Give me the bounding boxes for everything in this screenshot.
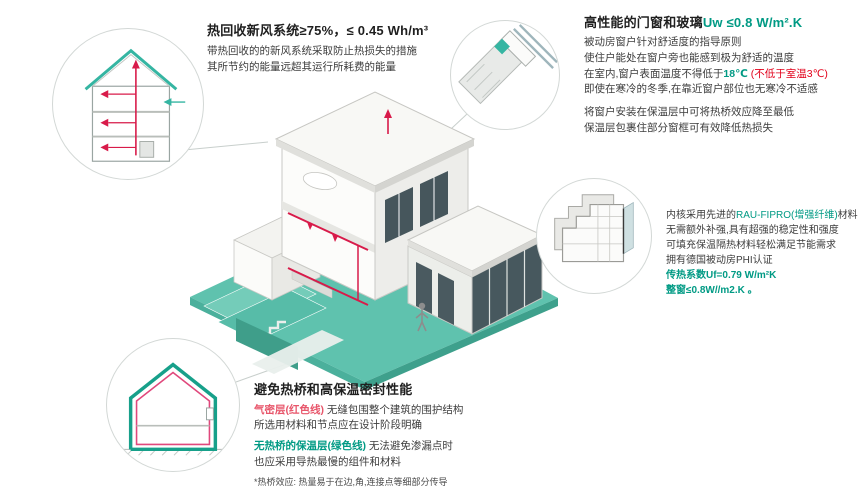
text-line: 所选用材料和节点应在设计阶段明确 bbox=[254, 419, 422, 432]
text-line: 无需额外补强,具有超强的稳定性和强度 bbox=[666, 225, 839, 236]
window-corner-illustration bbox=[458, 24, 558, 105]
airflow-arrows bbox=[100, 59, 140, 156]
thermal-envelope-illustration bbox=[120, 362, 226, 456]
text-line: 气密层(红色线) 无缝包围整个建筑的围护结构 bbox=[254, 403, 584, 418]
text-line: 使住户能处在窗户旁也能感到极为舒适的温度 bbox=[584, 51, 794, 64]
text-line: 保温层包裹住部分窗框可有效降低热损失 bbox=[584, 121, 773, 134]
section-heat-recovery: 热回收新风系统≥75%，≤ 0.45 Wh/m³ 带热回收的的新风系统采取防止热… bbox=[207, 20, 469, 76]
passive-house-illustration bbox=[190, 91, 558, 390]
text-line: 带热回收的的新风系统采取防止热损失的措施 bbox=[207, 45, 417, 57]
section-thermal-bridge: 避免热桥和高保温密封性能 气密层(红色线) 无缝包围整个建筑的围护结构 所选用材… bbox=[254, 379, 584, 489]
thermal-bridge-title: 避免热桥和高保温密封性能 bbox=[254, 382, 413, 397]
envelope-section bbox=[120, 362, 226, 456]
text-line: 也应采用导热最慢的组件和材料 bbox=[254, 455, 401, 468]
text-segment: 内核采用先进的 bbox=[666, 210, 736, 221]
ventilation-section-illustration bbox=[84, 48, 186, 162]
text-line: 无热桥的保温层(绿色线) 无法避免渗漏点时 bbox=[254, 439, 584, 454]
insulation-layer-label: 无热桥的保温层(绿色线) bbox=[254, 440, 366, 453]
material-brand: RAU-FIPRO(增强纤维) bbox=[736, 210, 838, 221]
house-section bbox=[84, 48, 178, 162]
person-figure bbox=[415, 302, 429, 332]
windows-title: 高性能的门窗和玻璃Uw ≤0.8 W/m².K bbox=[584, 12, 862, 31]
text-line: 即使在寒冷的冬季,在靠近窗户部位也无寒冷不适感 bbox=[584, 83, 818, 96]
section-windows: 高性能的门窗和玻璃Uw ≤0.8 W/m².K 被动房窗户针对舒适度的指导原则 … bbox=[584, 12, 862, 137]
section-material: 内核采用先进的RAU-FIPRO(增强纤维)材料 无需额外补强,具有超强的稳定性… bbox=[666, 208, 865, 298]
text-line: 将窗户安装在保温层中可将热桥效应降至最低 bbox=[584, 106, 794, 118]
window-profile bbox=[554, 194, 634, 263]
callout-thermal-envelope bbox=[106, 338, 240, 472]
heat-recovery-title: 热回收新风系统≥75%，≤ 0.45 Wh/m³ bbox=[207, 23, 429, 38]
window-profile-illustration bbox=[554, 194, 634, 263]
fresh-air-arrows bbox=[163, 98, 186, 106]
text-line: 拥有德国被动房PHI认证 bbox=[666, 255, 773, 266]
window-corner-section bbox=[458, 24, 558, 105]
windows-title-text: 高性能的门窗和玻璃 bbox=[584, 15, 703, 30]
ventilation-ducts bbox=[287, 109, 392, 306]
callout-window-corner bbox=[450, 20, 560, 130]
callout-ventilation bbox=[52, 28, 204, 180]
text-segment: 无法避免渗漏点时 bbox=[368, 440, 453, 453]
text-line: 在室内,窗户表面温度不得低于18℃ (不低于室温3℃) bbox=[584, 67, 862, 83]
text-line: 内核采用先进的RAU-FIPRO(增强纤维)材料 bbox=[666, 208, 865, 223]
temp-note: (不低于室温3℃) bbox=[750, 67, 828, 80]
callout-window-profile bbox=[536, 178, 652, 294]
text-segment: 在室内,窗户表面温度不得低于 bbox=[584, 67, 724, 80]
uf-value: 传热系数Uf=0.79 W/m²K bbox=[666, 270, 777, 281]
thermal-bridge-footnote: *热桥效应: 热量易于在边,角,连接点等细部分传导 bbox=[254, 476, 448, 487]
text-line: 可填充保温隔热材料轻松满足节能需求 bbox=[666, 240, 836, 251]
text-line: 被动房窗户针对舒适度的指导原则 bbox=[584, 36, 742, 48]
airtight-layer-label: 气密层(红色线) bbox=[254, 404, 324, 416]
text-segment: 材料 bbox=[837, 210, 858, 221]
temp-value: 18℃ bbox=[723, 67, 748, 80]
heat-recovery-unit bbox=[139, 141, 155, 158]
uw-value: 整窗≤0.8W//m2.K 。 bbox=[666, 285, 758, 296]
text-line: 其所节约的能量远超其运行所耗费的能量 bbox=[207, 60, 396, 73]
text-segment: 无缝包围整个建筑的围护结构 bbox=[326, 404, 464, 416]
windows-title-uvalue: Uw ≤0.8 W/m².K bbox=[702, 15, 803, 30]
